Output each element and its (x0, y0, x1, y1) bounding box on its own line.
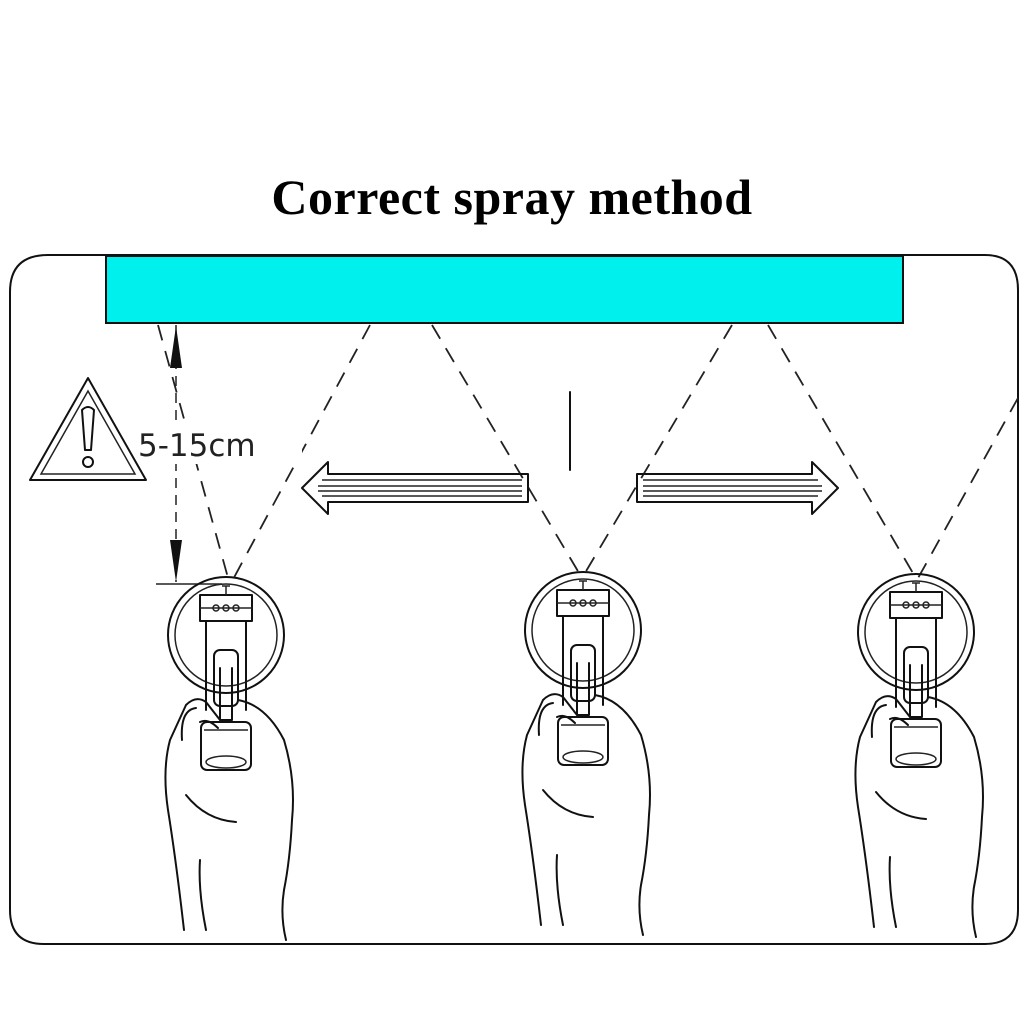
diagram-frame (9, 254, 1019, 945)
spray-cone-right (767, 324, 1019, 581)
spray-cone-middle (431, 324, 733, 579)
distance-label: 5-15cm (138, 428, 256, 464)
target-surface (105, 255, 904, 324)
spray-gun-middle (521, 571, 651, 936)
double-arrow-left-icon (301, 461, 529, 515)
spray-gun-left (164, 576, 294, 941)
warning-icon (29, 377, 147, 481)
spray-gun-right (854, 573, 984, 938)
double-arrow-right-icon (636, 461, 839, 515)
diagram-title: Correct spray method (271, 169, 753, 225)
